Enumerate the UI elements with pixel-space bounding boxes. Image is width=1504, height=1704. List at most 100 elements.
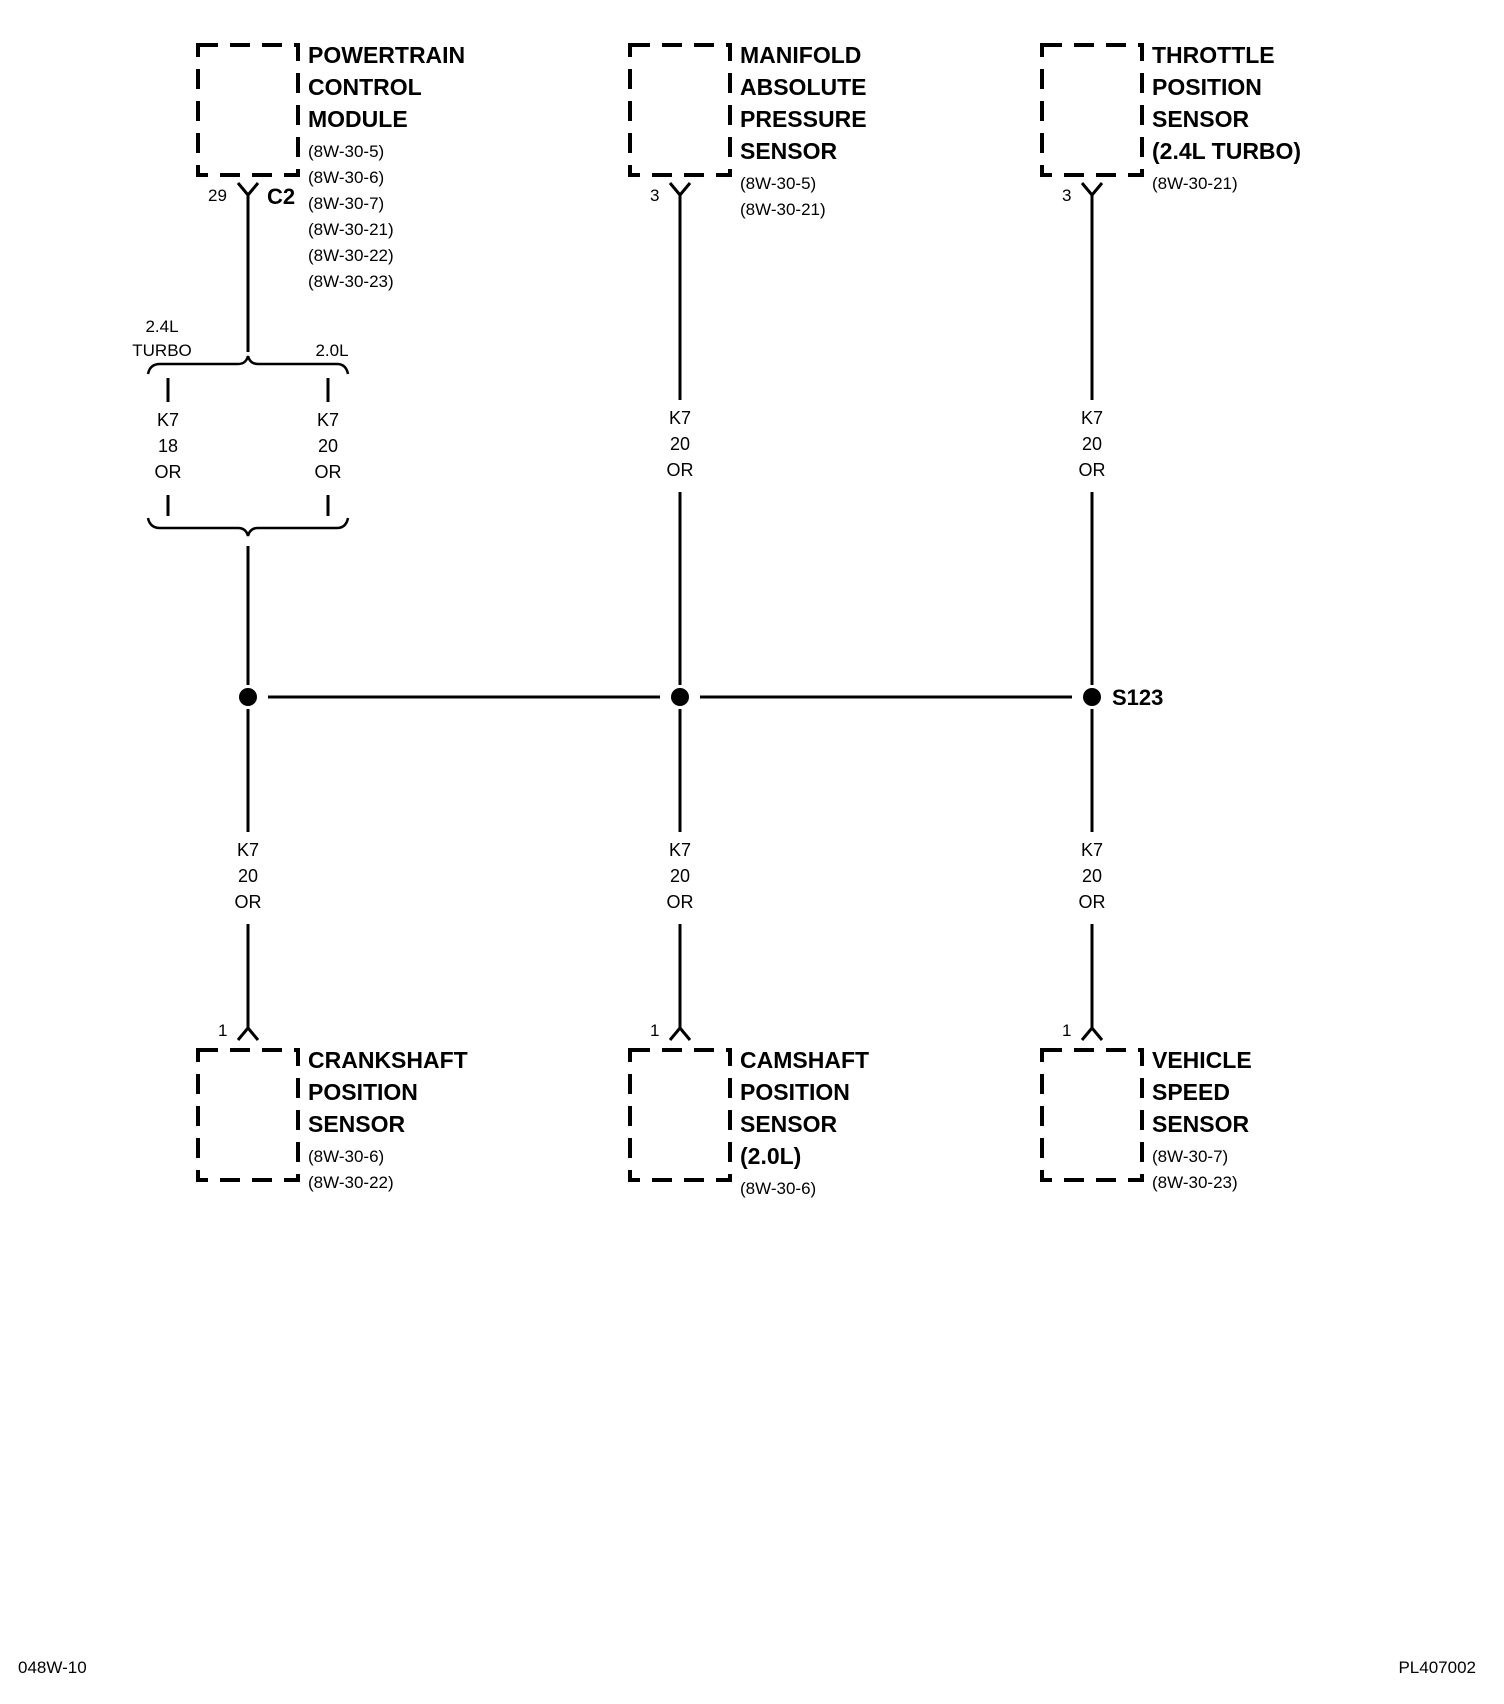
map-title-line: PRESSURE bbox=[740, 106, 867, 132]
pcm-title-line: MODULE bbox=[308, 106, 408, 132]
map-ref: (8W-30-21) bbox=[740, 200, 826, 219]
cmp-ref: (8W-30-6) bbox=[740, 1179, 816, 1198]
option-label-turbo-line1: 2.4L bbox=[145, 317, 178, 336]
splice-dot-right bbox=[1083, 688, 1101, 706]
tps-title-line: SENSOR bbox=[1152, 106, 1250, 132]
pcm-ref: (8W-30-7) bbox=[308, 194, 384, 213]
wire-label-vss: K7 20 OR bbox=[1079, 840, 1106, 912]
wire-label-cmp: K7 20 OR bbox=[667, 840, 694, 912]
splice-dot-center bbox=[671, 688, 689, 706]
vss-title-line: SENSOR bbox=[1152, 1111, 1250, 1137]
map-title-line: SENSOR bbox=[740, 138, 838, 164]
wire-gauge: 20 bbox=[670, 434, 690, 454]
wire-label-ckp: K7 20 OR bbox=[235, 840, 262, 912]
splice-dot-left bbox=[239, 688, 257, 706]
pcm-connector-symbol bbox=[236, 182, 260, 198]
vss-pin-number: 1 bbox=[1062, 1021, 1071, 1040]
wire-label-tps: K7 20 OR bbox=[1079, 408, 1106, 480]
tps-connector-symbol bbox=[1080, 182, 1104, 198]
tps-box bbox=[1040, 43, 1144, 177]
wire-color: OR bbox=[667, 892, 694, 912]
cmp-pin-number: 1 bbox=[650, 1021, 659, 1040]
wire-gauge: 20 bbox=[670, 866, 690, 886]
vss-title-line: VEHICLE bbox=[1152, 1047, 1252, 1073]
pcm-ref: (8W-30-6) bbox=[308, 168, 384, 187]
vss-box bbox=[1040, 1048, 1144, 1182]
option-brace-top bbox=[146, 355, 350, 375]
vss-ref: (8W-30-7) bbox=[1152, 1147, 1228, 1166]
wire-color-code: K7 bbox=[237, 840, 259, 860]
map-pin-number: 3 bbox=[650, 186, 659, 205]
vss-ref: (8W-30-23) bbox=[1152, 1173, 1238, 1192]
tps-label: THROTTLE POSITION SENSOR (2.4L TURBO) (8… bbox=[1152, 42, 1301, 193]
ckp-title-line: CRANKSHAFT bbox=[308, 1047, 468, 1073]
cmp-title-line: (2.0L) bbox=[740, 1143, 801, 1169]
cmp-title-line: POSITION bbox=[740, 1079, 850, 1105]
wire-gauge: 18 bbox=[158, 436, 178, 456]
tps-title-line: (2.4L TURBO) bbox=[1152, 138, 1301, 164]
wire-gauge: 20 bbox=[318, 436, 338, 456]
wire-color-code: K7 bbox=[317, 410, 339, 430]
wire-color: OR bbox=[155, 462, 182, 482]
option-label-turbo-line2: TURBO bbox=[132, 341, 192, 360]
pcm-title-line: CONTROL bbox=[308, 74, 422, 100]
ckp-title-line: SENSOR bbox=[308, 1111, 406, 1137]
footer-left-code: 048W-10 bbox=[18, 1658, 87, 1677]
wire-color: OR bbox=[667, 460, 694, 480]
pcm-ref: (8W-30-21) bbox=[308, 220, 394, 239]
pcm-title-line: POWERTRAIN bbox=[308, 42, 465, 68]
cmp-sensor-label: CAMSHAFT POSITION SENSOR (2.0L) (8W-30-6… bbox=[740, 1047, 869, 1198]
ckp-sensor-box bbox=[196, 1048, 300, 1182]
option-label-20l: 2.0L bbox=[315, 341, 348, 360]
map-title-line: ABSOLUTE bbox=[740, 74, 867, 100]
pcm-pin-number: 29 bbox=[208, 186, 227, 205]
ckp-ref: (8W-30-22) bbox=[308, 1173, 394, 1192]
ckp-ref: (8W-30-6) bbox=[308, 1147, 384, 1166]
vss-label: VEHICLE SPEED SENSOR (8W-30-7) (8W-30-23… bbox=[1152, 1047, 1252, 1192]
splice-label: S123 bbox=[1112, 685, 1163, 710]
map-sensor-box bbox=[628, 43, 732, 177]
pcm-ref: (8W-30-22) bbox=[308, 246, 394, 265]
option-brace-bottom bbox=[146, 517, 350, 537]
pcm-label: POWERTRAIN CONTROL MODULE (8W-30-5) (8W-… bbox=[308, 42, 465, 291]
wire-color: OR bbox=[1079, 460, 1106, 480]
map-ref: (8W-30-5) bbox=[740, 174, 816, 193]
cmp-connector-symbol bbox=[668, 1025, 692, 1041]
wire-gauge: 20 bbox=[1082, 866, 1102, 886]
ckp-sensor-label: CRANKSHAFT POSITION SENSOR (8W-30-6) (8W… bbox=[308, 1047, 468, 1192]
wire-color-code: K7 bbox=[1081, 408, 1103, 428]
map-connector-symbol bbox=[668, 182, 692, 198]
wire-color: OR bbox=[235, 892, 262, 912]
pcm-connector-name: C2 bbox=[267, 184, 295, 209]
ckp-title-line: POSITION bbox=[308, 1079, 418, 1105]
pcm-ref: (8W-30-5) bbox=[308, 142, 384, 161]
pcm-ref: (8W-30-23) bbox=[308, 272, 394, 291]
pcm-box bbox=[196, 43, 300, 177]
map-sensor-label: MANIFOLD ABSOLUTE PRESSURE SENSOR (8W-30… bbox=[740, 42, 867, 219]
wire-label-pcm-turbo: K7 18 OR bbox=[155, 410, 182, 482]
ckp-connector-symbol bbox=[236, 1025, 260, 1041]
wire-gauge: 20 bbox=[238, 866, 258, 886]
cmp-sensor-box bbox=[628, 1048, 732, 1182]
cmp-title-line: SENSOR bbox=[740, 1111, 838, 1137]
wire-color-code: K7 bbox=[157, 410, 179, 430]
tps-title-line: POSITION bbox=[1152, 74, 1262, 100]
tps-pin-number: 3 bbox=[1062, 186, 1071, 205]
vss-title-line: SPEED bbox=[1152, 1079, 1230, 1105]
wire-label-map: K7 20 OR bbox=[667, 408, 694, 480]
wire-color-code: K7 bbox=[669, 840, 691, 860]
wire-label-pcm-20l: K7 20 OR bbox=[315, 410, 342, 482]
footer-right-code: PL407002 bbox=[1398, 1658, 1476, 1677]
wire-color-code: K7 bbox=[1081, 840, 1103, 860]
vss-connector-symbol bbox=[1080, 1025, 1104, 1041]
cmp-title-line: CAMSHAFT bbox=[740, 1047, 869, 1073]
ckp-pin-number: 1 bbox=[218, 1021, 227, 1040]
map-title-line: MANIFOLD bbox=[740, 42, 861, 68]
tps-title-line: THROTTLE bbox=[1152, 42, 1275, 68]
wire-gauge: 20 bbox=[1082, 434, 1102, 454]
wire-color: OR bbox=[1079, 892, 1106, 912]
wire-color-code: K7 bbox=[669, 408, 691, 428]
tps-ref: (8W-30-21) bbox=[1152, 174, 1238, 193]
wire-color: OR bbox=[315, 462, 342, 482]
